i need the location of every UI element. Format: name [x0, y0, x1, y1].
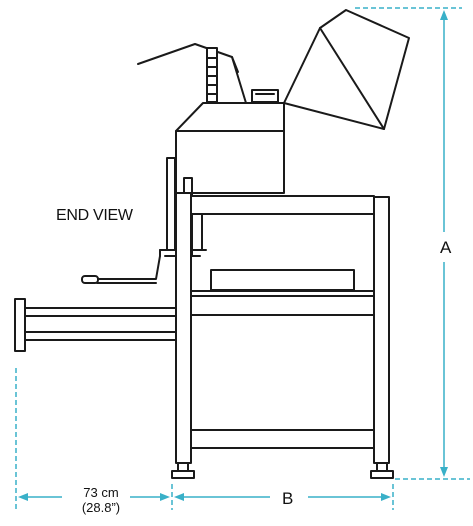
motor-cap — [251, 89, 279, 103]
arrow-b-left — [174, 493, 184, 501]
tray — [210, 269, 355, 291]
hopper-lid — [283, 9, 410, 130]
view-title: END VIEW — [56, 207, 133, 224]
dimension-lines — [15, 7, 470, 510]
arrow-depth-right — [160, 493, 170, 501]
dimension-b-label: B — [282, 489, 294, 508]
crank-handle — [81, 255, 161, 284]
arrow-depth-left — [18, 493, 28, 501]
dimension-a-label: A — [440, 238, 452, 257]
arrow-a-up — [440, 10, 448, 20]
arrow-b-right — [381, 493, 391, 501]
dimension-depth-label: 73 cm (28.8”) — [66, 485, 136, 515]
upper-housing — [175, 102, 285, 194]
main-frame — [175, 192, 390, 464]
leveling-feet — [171, 462, 394, 479]
top-arm — [137, 43, 247, 104]
dimension-arrows — [18, 10, 448, 501]
arrow-a-down — [440, 467, 448, 477]
side-extension — [14, 298, 177, 352]
depth-imperial: (28.8”) — [81, 500, 121, 515]
depth-metric: 73 cm — [83, 485, 119, 500]
adjust-column — [206, 47, 218, 103]
